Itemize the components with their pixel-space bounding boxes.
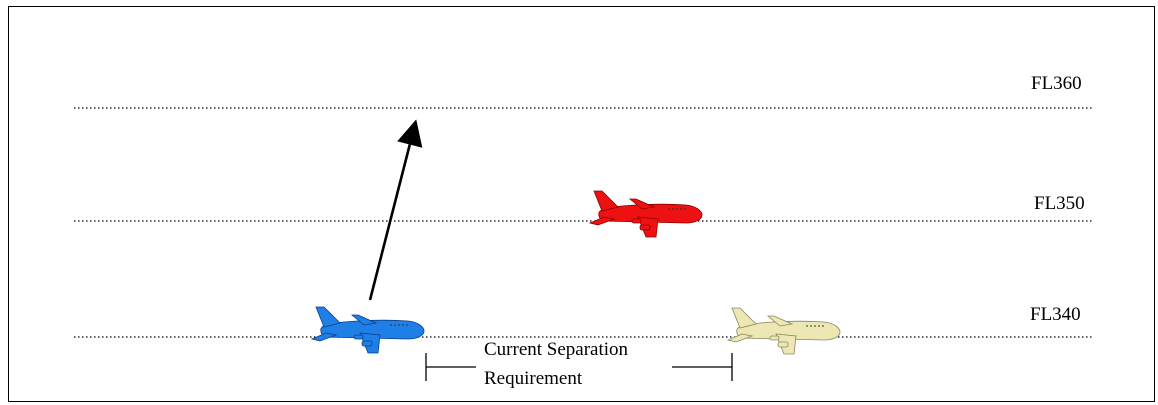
fl350-label: FL350 — [1034, 193, 1085, 214]
climb-arrow — [368, 119, 423, 301]
diagram-frame — [8, 6, 1155, 402]
climbing-aircraft-icon — [311, 306, 425, 354]
fl360-label: FL360 — [1031, 73, 1082, 94]
intruder-aircraft-icon — [589, 190, 703, 238]
fl340-label: FL340 — [1030, 304, 1081, 325]
separation-label-line1: Current Separation — [484, 339, 629, 360]
leading-aircraft-icon — [727, 307, 841, 355]
separation-label-line2: Requirement — [484, 368, 583, 389]
separation-bracket — [425, 353, 733, 381]
